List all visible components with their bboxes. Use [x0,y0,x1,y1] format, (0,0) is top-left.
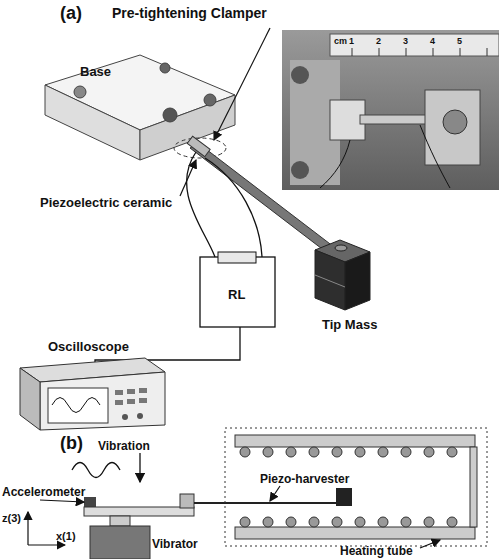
piezo-ceramic [187,136,210,156]
heating-tube [235,435,477,539]
ruler-number: 2 [376,37,381,47]
part-label: Vibrator [152,538,198,551]
part-label: Piezoelectric ceramic [40,196,172,210]
heating-enclosure [225,428,487,546]
part-label: Tip Mass [322,318,377,332]
harvester-beam [194,502,345,504]
panel-label: (b) [60,434,83,454]
shaker-table [84,507,194,516]
ruler-unit: cm [334,37,347,47]
accelerometer-symbol [84,497,96,507]
part-label: Accelerometer [2,486,85,499]
ruler-number: 1 [349,37,354,47]
photo-inset [282,30,499,190]
part-label: Base [80,65,111,79]
part-label: Vibration [98,440,150,453]
resistor-symbol [218,252,256,263]
resistor-label: RL [228,288,245,302]
axis-label: x(1) [56,530,76,542]
shaker-rod [110,516,130,526]
ruler-number: 3 [403,37,408,47]
tip-mass-b [336,488,352,506]
leader-lines [180,28,270,196]
ruler-number: 4 [430,37,435,47]
tip-mass [315,240,370,310]
axis-label: z(3) [2,512,21,524]
oscilloscope [20,358,165,430]
vibrator-body [90,526,150,559]
vibration-wave [72,463,120,478]
ruler-number: 5 [457,37,462,47]
part-label: Pre-tightening Clamper [112,6,267,21]
clamp [180,494,194,508]
base-block [45,55,235,160]
part-label: Heating tube [340,545,413,558]
panel-label: (a) [60,4,82,24]
vibration-arrow [139,453,140,482]
part-label: Piezo-harvester [260,473,349,486]
leader-lines-b [40,486,440,548]
part-label: Oscilloscope [48,340,129,354]
